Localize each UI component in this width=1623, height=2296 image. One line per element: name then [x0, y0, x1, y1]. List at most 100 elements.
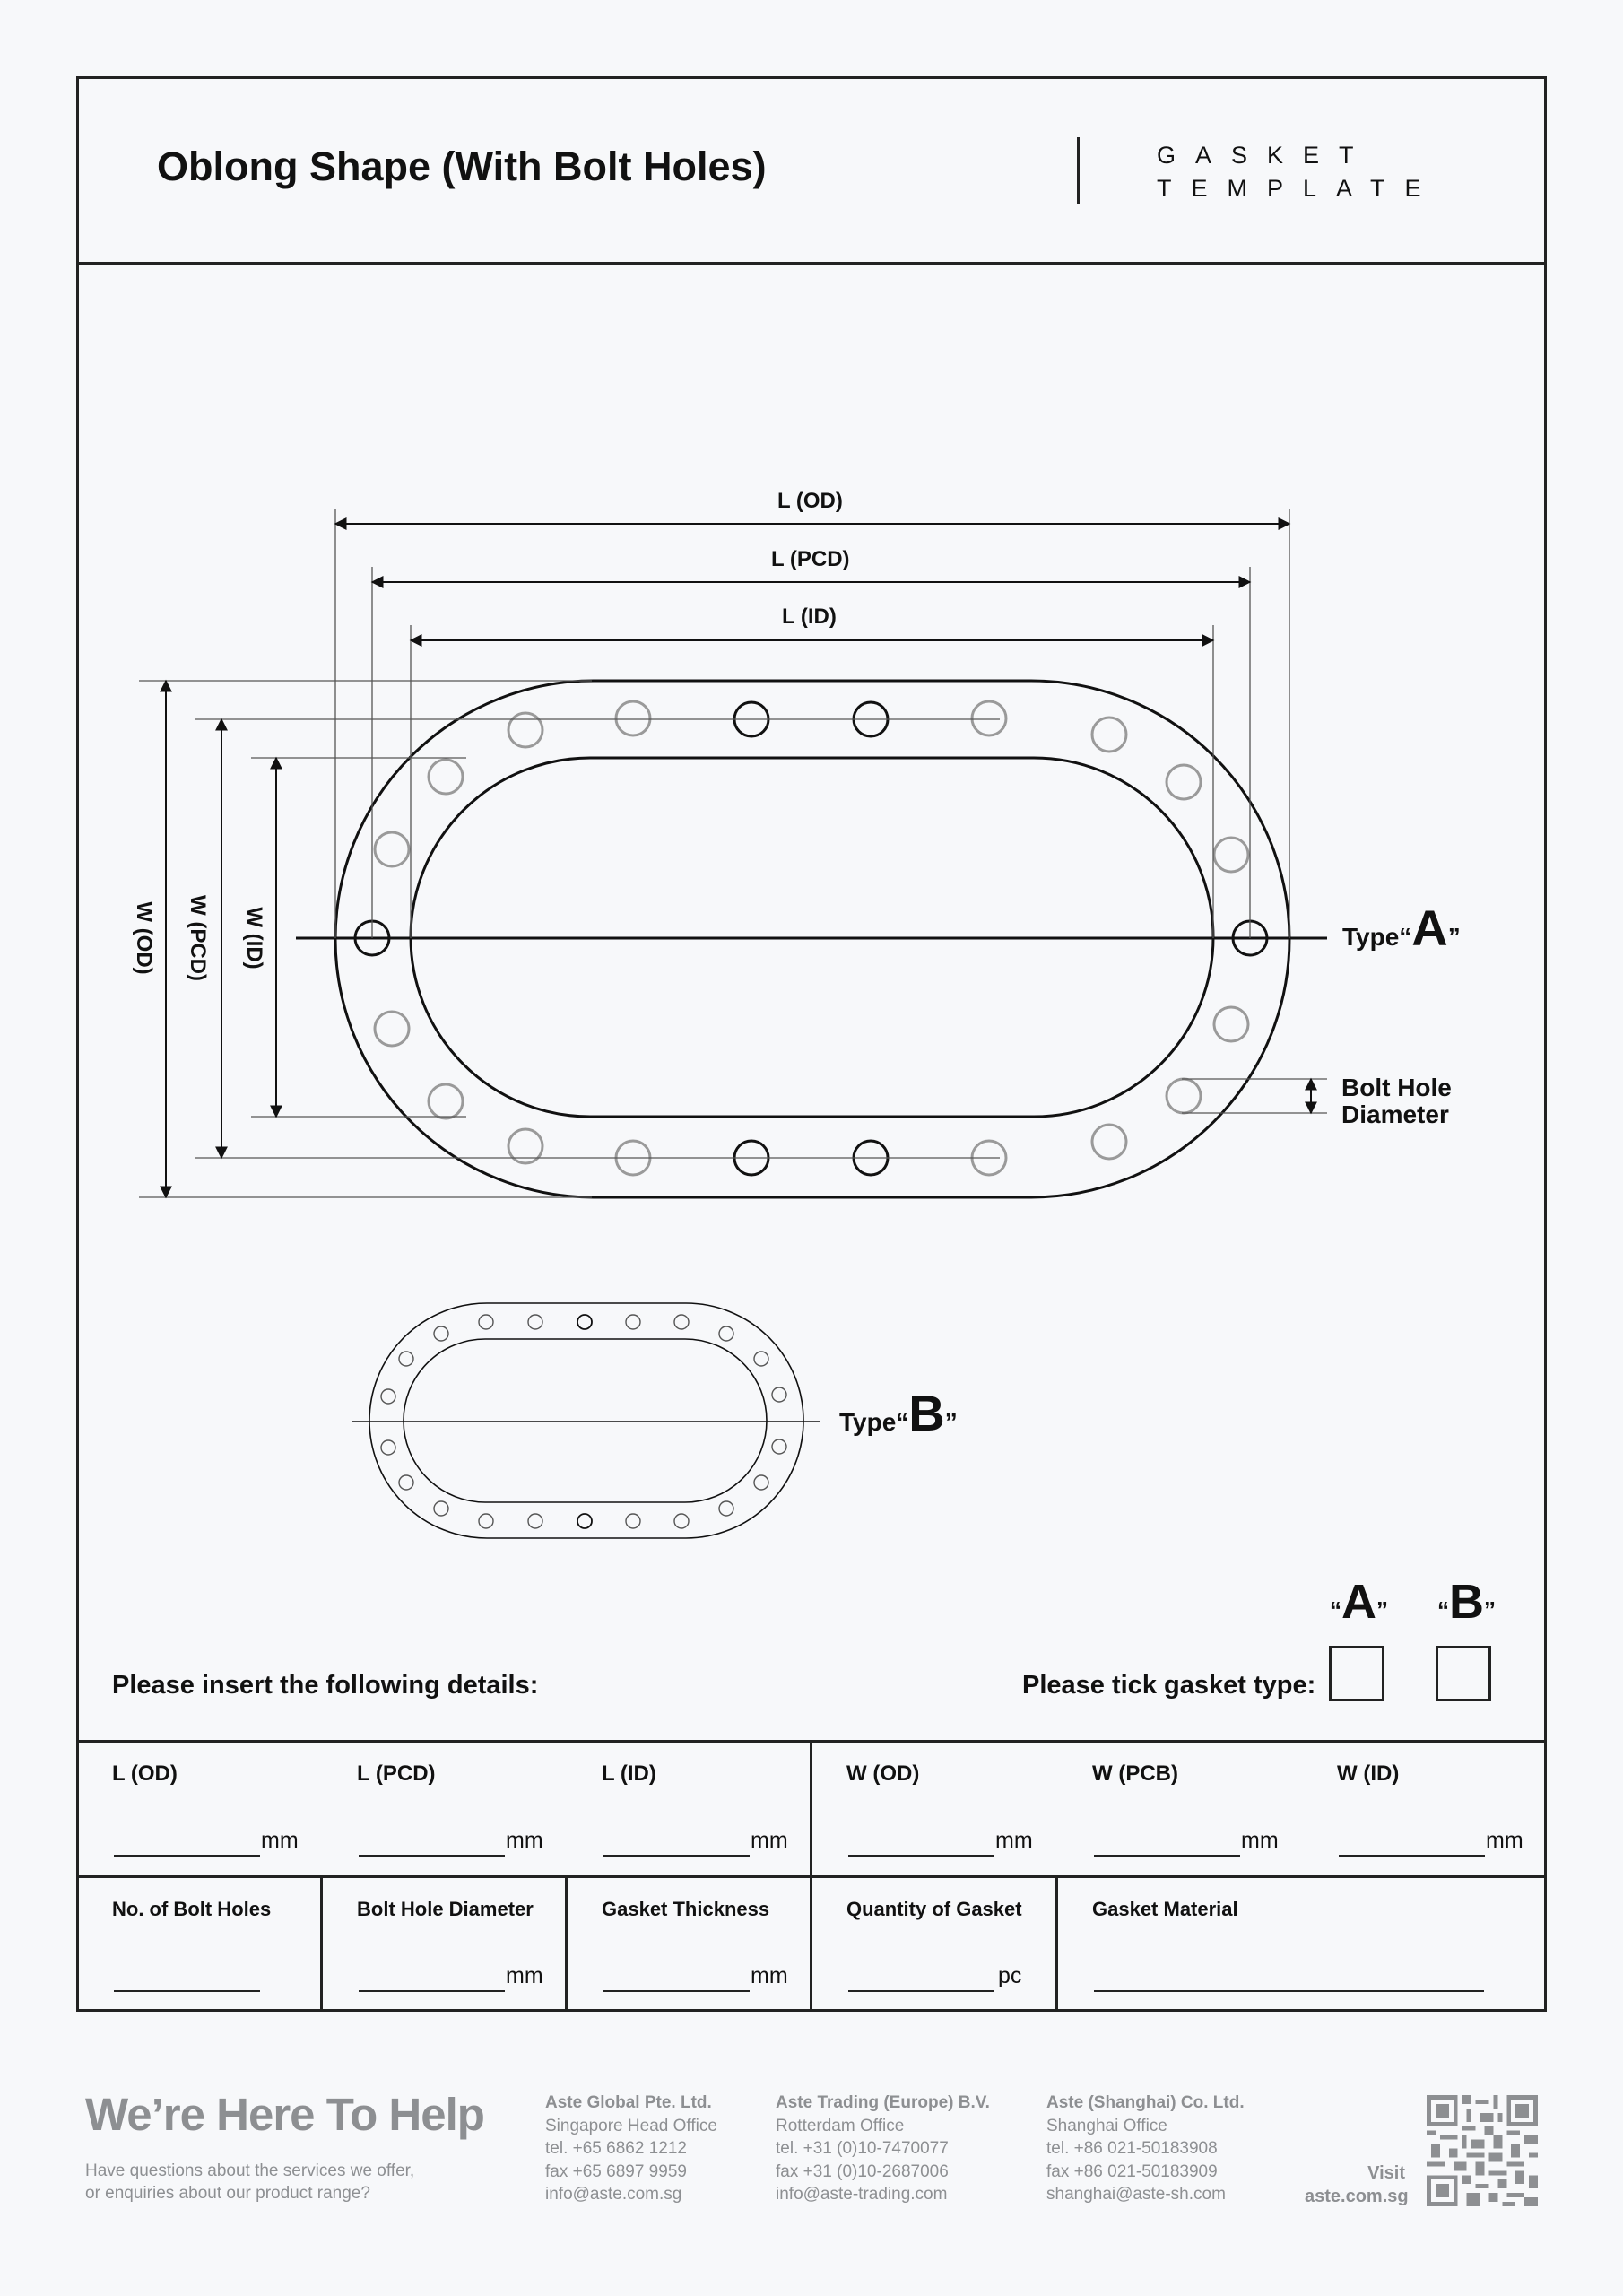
brand-line-2: TEMPLATE: [1157, 175, 1441, 202]
header-bar: [76, 76, 1547, 265]
office-fax: fax +31 (0)10-2687006: [776, 2161, 949, 2181]
input-w-id[interactable]: [1339, 1830, 1485, 1857]
office-location: Rotterdam Office: [776, 2116, 905, 2135]
field-label-gasket-material: Gasket Material: [1092, 1898, 1238, 1920]
input-l-od[interactable]: [114, 1830, 260, 1857]
office-name: Aste Trading (Europe) B.V.: [776, 2093, 990, 2112]
footer-subtext-line-1: Have questions about the services we off…: [85, 2161, 415, 2180]
field-label-l-id: L (ID): [602, 1761, 656, 1786]
unit-gasket-thickness: mm: [751, 1963, 788, 1988]
header-divider: [1077, 137, 1080, 204]
field-label-w-od: W (OD): [846, 1761, 920, 1786]
office-fax: fax +86 021-50183909: [1046, 2161, 1218, 2181]
office-location: Shanghai Office: [1046, 2116, 1167, 2135]
input-gasket-material[interactable]: [1094, 1965, 1484, 1992]
gasket-b-inner-edge: [403, 1338, 768, 1503]
type-b-label: Type“B”: [839, 1385, 958, 1441]
unit-l-pcd: mm: [506, 1828, 543, 1853]
label-bolt-hole-diameter: Bolt Hole Diameter: [1341, 1074, 1452, 1128]
label-w-pcd: W (PCD): [186, 895, 210, 981]
field-label-bolt-holes: No. of Bolt Holes: [112, 1898, 272, 1920]
bolt-holes-b-dark: [577, 1314, 593, 1529]
gasket-b-outer-edge: [369, 1302, 804, 1539]
table-col-divider: [565, 1876, 568, 2012]
unit-w-id: mm: [1486, 1828, 1523, 1853]
office-singapore: Aste Global Pte. Ltd. Singapore Head Off…: [545, 2092, 717, 2206]
bolt-hole-line-2: Diameter: [1341, 1100, 1449, 1128]
input-bolt-holes[interactable]: [114, 1965, 260, 1992]
option-a-letter: A: [1341, 1575, 1376, 1629]
unit-bolt-hole-diameter: mm: [506, 1963, 543, 1988]
office-tel: tel. +65 6862 1212: [545, 2139, 687, 2158]
visit-label: Visit: [1367, 2163, 1405, 2183]
field-label-quantity: Quantity of Gasket: [846, 1898, 1022, 1920]
unit-w-pcb: mm: [1241, 1828, 1279, 1853]
table-col-divider: [810, 1876, 812, 2012]
dimension-lines: [139, 509, 1327, 1198]
label-l-od: L (OD): [777, 489, 843, 513]
office-email[interactable]: info@aste-trading.com: [776, 2185, 948, 2204]
unit-l-od: mm: [261, 1828, 299, 1853]
type-a-letter: A: [1411, 900, 1448, 956]
option-a-heading: “A”: [1330, 1575, 1388, 1629]
brand-mark: GASKET TEMPLATE: [1157, 139, 1441, 205]
office-location: Singapore Head Office: [545, 2116, 717, 2135]
visit-url[interactable]: aste.com.sg: [1305, 2187, 1409, 2206]
type-b-checkbox[interactable]: [1436, 1646, 1491, 1701]
label-w-od: W (OD): [132, 901, 156, 975]
field-label-w-id: W (ID): [1337, 1761, 1400, 1786]
option-b-letter: B: [1449, 1575, 1484, 1629]
field-label-l-od: L (OD): [112, 1761, 178, 1786]
tick-type-prompt: Please tick gasket type:: [1022, 1671, 1316, 1700]
label-l-id: L (ID): [782, 604, 837, 629]
page-title: Oblong Shape (With Bolt Holes): [157, 144, 767, 189]
footer-subtext-line-2: or enquiries about our product range?: [85, 2184, 370, 2203]
office-email[interactable]: info@aste.com.sg: [545, 2185, 682, 2204]
type-b-letter: B: [908, 1385, 945, 1441]
field-label-w-pcb: W (PCB): [1092, 1761, 1178, 1786]
label-l-pcd: L (PCD): [771, 547, 850, 571]
bolt-holes-faint: [373, 700, 1250, 1177]
input-quantity[interactable]: [848, 1965, 994, 1992]
office-shanghai: Aste (Shanghai) Co. Ltd. Shanghai Office…: [1046, 2092, 1245, 2206]
table-col-divider: [810, 1741, 812, 1877]
input-bolt-hole-diameter[interactable]: [359, 1965, 505, 1992]
type-b-word: Type: [839, 1408, 897, 1436]
type-a-checkbox[interactable]: [1329, 1646, 1384, 1701]
input-w-od[interactable]: [848, 1830, 994, 1857]
table-col-divider: [320, 1876, 323, 2012]
field-label-gasket-thickness: Gasket Thickness: [602, 1898, 770, 1920]
input-l-id[interactable]: [603, 1830, 750, 1857]
type-b-gasket: [352, 1302, 820, 1539]
input-l-pcd[interactable]: [359, 1830, 505, 1857]
qr-code-icon[interactable]: [1427, 2095, 1538, 2206]
bolt-hole-line-1: Bolt Hole: [1341, 1074, 1452, 1101]
type-a-label: Type“A”: [1342, 900, 1461, 956]
office-rotterdam: Aste Trading (Europe) B.V. Rotterdam Off…: [776, 2092, 990, 2206]
dimension-arrows: [160, 517, 1317, 1199]
input-w-pcb[interactable]: [1094, 1830, 1240, 1857]
option-b-heading: “B”: [1437, 1575, 1496, 1629]
office-email[interactable]: shanghai@aste-sh.com: [1046, 2185, 1226, 2204]
office-fax: fax +65 6897 9959: [545, 2161, 687, 2181]
input-gasket-thickness[interactable]: [603, 1965, 750, 1992]
office-tel: tel. +86 021-50183908: [1046, 2139, 1218, 2158]
type-a-word: Type: [1342, 923, 1400, 951]
field-label-bolt-hole-diameter: Bolt Hole Diameter: [357, 1898, 534, 1920]
field-label-l-pcd: L (PCD): [357, 1761, 436, 1786]
table-col-divider: [1055, 1876, 1058, 2012]
office-name: Aste Global Pte. Ltd.: [545, 2093, 712, 2112]
office-name: Aste (Shanghai) Co. Ltd.: [1046, 2093, 1245, 2112]
brand-line-1: GASKET: [1157, 142, 1374, 169]
unit-l-id: mm: [751, 1828, 788, 1853]
office-tel: tel. +31 (0)10-7470077: [776, 2139, 949, 2158]
unit-quantity: pc: [998, 1963, 1022, 1988]
visit-website: Visit aste.com.sg: [1305, 2161, 1409, 2208]
insert-details-prompt: Please insert the following details:: [112, 1671, 539, 1700]
label-w-id: W (ID): [242, 907, 266, 970]
footer-subtext: Have questions about the services we off…: [85, 2160, 414, 2205]
bolt-holes-b-faint: [380, 1314, 787, 1529]
footer-headline: We’re Here To Help: [85, 2089, 485, 2140]
unit-w-od: mm: [995, 1828, 1033, 1853]
